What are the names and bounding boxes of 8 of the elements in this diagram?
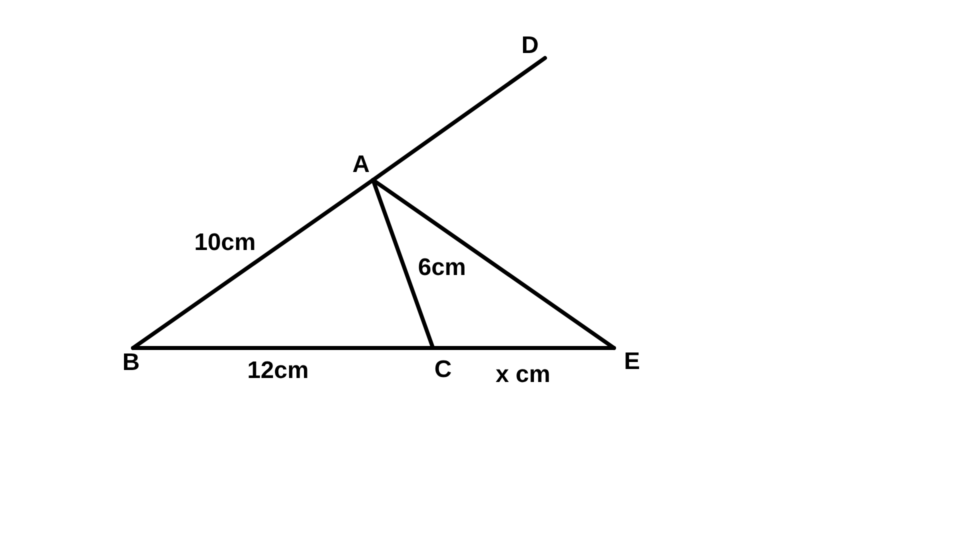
point-label: D (521, 34, 539, 58)
line-segment (431, 346, 616, 350)
point-label: E (624, 350, 640, 374)
line-segment (371, 56, 547, 182)
point-label: A (352, 153, 370, 177)
line-segment (131, 346, 435, 350)
point-label: C (434, 358, 452, 382)
point-label: B (122, 351, 140, 375)
